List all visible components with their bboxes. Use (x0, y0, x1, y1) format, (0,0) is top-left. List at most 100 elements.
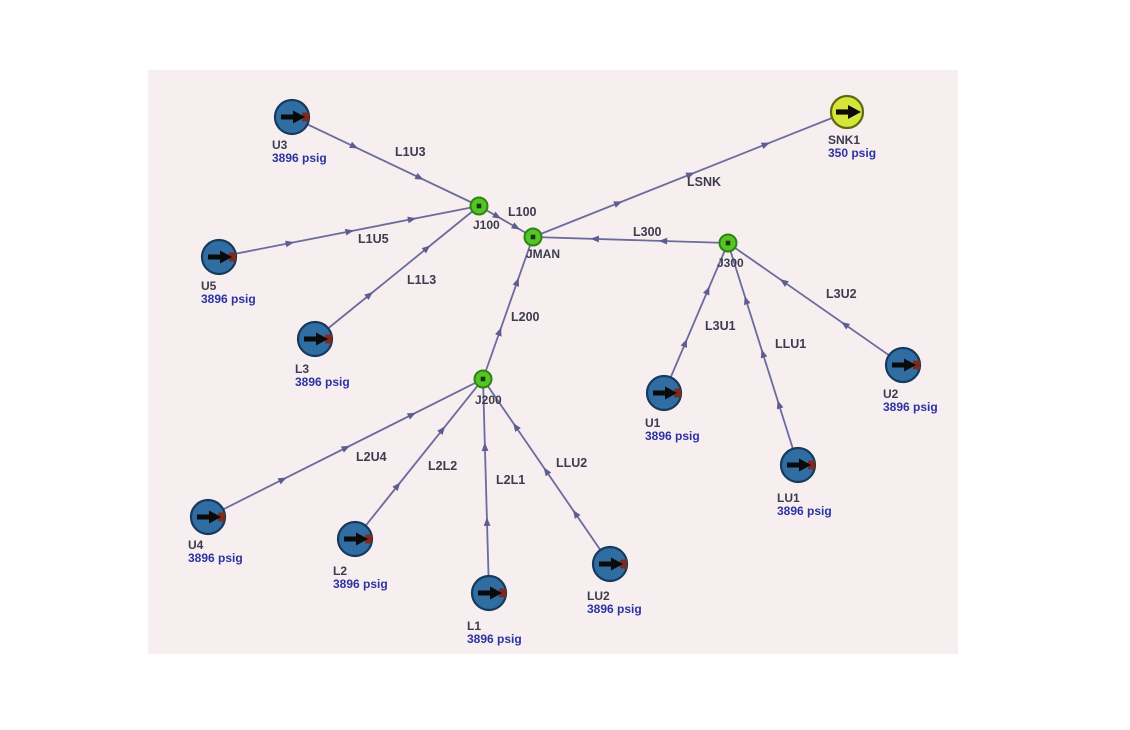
node-name-label: J100 (473, 218, 500, 232)
node-name-label: LU1 (777, 491, 800, 505)
pipe-label-L2L2: L2L2 (428, 459, 457, 473)
sink-arrow-icon (836, 109, 849, 115)
flow-arrow-icon (492, 211, 502, 219)
pipe-L100[interactable] (478, 205, 534, 238)
pipe-connection-tip-icon (620, 559, 627, 569)
pipe-label-L1U3: L1U3 (395, 145, 426, 159)
node-J300[interactable]: J300 (717, 233, 744, 271)
flow-arrow-icon (685, 172, 695, 179)
pipe-label-L1L3: L1L3 (407, 273, 436, 287)
source-arrow-icon (281, 114, 294, 120)
source-arrow-icon (304, 336, 317, 342)
source-arrow-icon (344, 536, 357, 542)
flow-arrow-icon (364, 291, 374, 300)
node-name-label: L1 (467, 619, 481, 633)
pipe-L2L2[interactable] (354, 378, 484, 540)
pipe-connection-tip-icon (218, 512, 225, 522)
sink-arrow-head-icon (848, 105, 861, 119)
flow-arrow-icon (760, 349, 768, 359)
node-J100[interactable]: J100 (469, 196, 501, 233)
node-name-label: J300 (717, 256, 744, 270)
source-arrow-icon (653, 390, 666, 396)
node-pressure-label: 3896 psig (295, 375, 350, 389)
flow-arrow-icon (277, 477, 287, 485)
node-JMAN[interactable]: JMAN (523, 227, 561, 262)
node-name-label: L2 (333, 564, 347, 578)
pipe-L200[interactable] (482, 236, 534, 380)
pipe-connection-tip-icon (365, 534, 372, 544)
flow-arrow-icon (437, 426, 446, 436)
source-arrow-head-icon (799, 458, 811, 472)
pipe-L3U2[interactable] (727, 242, 904, 366)
flow-arrow-icon (590, 235, 600, 243)
flow-arrow-icon (572, 509, 581, 519)
flow-arrow-icon (349, 141, 359, 149)
node-name-label: U3 (272, 138, 288, 152)
junction-core-icon (725, 240, 731, 246)
pipe-label-LLU1: LLU1 (775, 337, 806, 351)
pipe-connection-tip-icon (229, 252, 236, 262)
source-arrow-head-icon (611, 557, 623, 571)
flow-arrow-icon (481, 442, 489, 452)
flow-arrow-icon (512, 277, 520, 287)
node-name-label: J200 (475, 393, 502, 407)
source-arrow-icon (787, 462, 800, 468)
pipe-L2L1[interactable] (482, 378, 490, 594)
flow-arrow-icon (513, 422, 521, 432)
node-name-label: LU2 (587, 589, 610, 603)
flow-arrow-icon (510, 222, 521, 230)
node-name-label: U2 (883, 387, 899, 401)
source-arrow-icon (197, 514, 210, 520)
pipe-connection-tip-icon (913, 360, 920, 370)
pipe-L300[interactable] (532, 236, 729, 244)
node-pressure-label: 3896 psig (587, 602, 642, 616)
source-arrow-icon (478, 590, 491, 596)
source-arrow-head-icon (209, 510, 221, 524)
pipe-label-L200: L200 (511, 310, 540, 324)
node-pressure-label: 3896 psig (188, 551, 243, 565)
source-arrow-head-icon (316, 332, 328, 346)
pipe-L1L3[interactable] (314, 205, 480, 340)
flow-arrow-icon (680, 338, 688, 349)
source-arrow-icon (892, 362, 905, 368)
pipe-label-L2L1: L2L1 (496, 473, 525, 487)
flow-arrow-icon (421, 245, 431, 254)
source-arrow-icon (599, 561, 612, 567)
pipe-connection-tip-icon (674, 388, 681, 398)
node-name-label: L3 (295, 362, 309, 376)
node-name-label: U5 (201, 279, 217, 293)
node-pressure-label: 3896 psig (645, 429, 700, 443)
pipe-label-L3U1: L3U1 (705, 319, 736, 333)
pipe-L1U3[interactable] (291, 116, 480, 207)
pipe-L3U1[interactable] (663, 242, 729, 394)
pipe-label-L300: L300 (633, 225, 662, 239)
pipe-connection-tip-icon (302, 112, 309, 122)
pipe-connection-tip-icon (499, 588, 506, 598)
drawing-area (148, 70, 958, 654)
flow-arrow-icon (543, 467, 552, 477)
flow-arrow-icon (703, 286, 710, 296)
flow-arrow-icon (658, 237, 668, 245)
source-arrow-head-icon (356, 532, 368, 546)
node-pressure-label: 3896 psig (272, 151, 327, 165)
node-J200[interactable]: J200 (473, 369, 503, 408)
flow-arrow-icon (779, 279, 789, 287)
pipe-connection-tip-icon (325, 334, 332, 344)
node-pressure-label: 3896 psig (883, 400, 938, 414)
flow-arrow-icon (406, 412, 416, 420)
source-arrow-head-icon (293, 110, 305, 124)
flow-arrow-icon (407, 216, 417, 224)
junction-core-icon (530, 234, 536, 240)
